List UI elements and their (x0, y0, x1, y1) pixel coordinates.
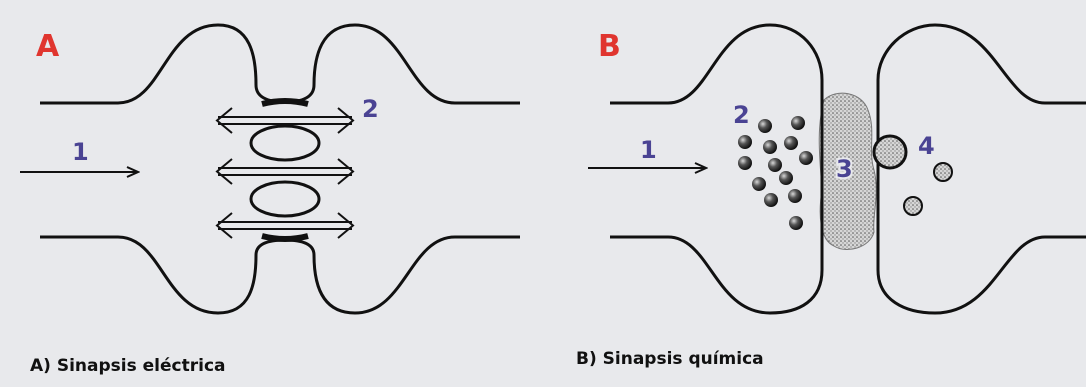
connexon-channel (249, 124, 321, 162)
label-3: 3 (836, 155, 853, 183)
synaptic-vesicle (752, 177, 766, 191)
bidirectional-arrow (215, 212, 355, 239)
receptor-bubble (872, 134, 908, 170)
vesicle-cluster (738, 116, 813, 230)
label-2: 2 (733, 101, 750, 129)
panel-b: B 1 2 3 (588, 23, 1086, 315)
connexon-channel (249, 180, 321, 218)
postsynaptic-membrane (876, 23, 1086, 315)
synaptic-vesicle (763, 140, 777, 154)
synaptic-vesicle (789, 216, 803, 230)
caption-electrical-synapse: A) Sinapsis eléctrica (30, 356, 226, 376)
synaptic-vesicle (788, 189, 802, 203)
synaptic-vesicle (738, 135, 752, 149)
synaptic-vesicle (738, 156, 752, 170)
bidirectional-arrow (215, 158, 355, 185)
synaptic-vesicle (758, 119, 772, 133)
bidirectional-arrow (215, 107, 355, 134)
label-1: 1 (72, 138, 89, 166)
electrical-lower-membrane (40, 235, 520, 315)
gap-junction-top (261, 98, 309, 107)
electrical-upper-membrane (40, 23, 520, 105)
label-1: 1 (640, 136, 657, 164)
panel-a: A 1 2 (20, 23, 520, 315)
neurotransmitter-particle (933, 162, 953, 182)
synaptic-vesicle (791, 116, 805, 130)
gap-junction-bottom (261, 233, 309, 242)
synaptic-vesicle (779, 171, 793, 185)
panel-b-letter: B (598, 29, 621, 64)
synaptic-vesicle (799, 151, 813, 165)
panel-a-letter: A (36, 29, 60, 64)
label-4: 4 (918, 132, 935, 160)
synaptic-vesicle (768, 158, 782, 172)
label-2: 2 (362, 95, 379, 123)
synaptic-vesicle (764, 193, 778, 207)
caption-chemical-synapse: B) Sinapsis química (576, 349, 764, 369)
neurotransmitter-particle (903, 196, 923, 216)
presynaptic-membrane (610, 23, 824, 315)
synaptic-vesicle (784, 136, 798, 150)
